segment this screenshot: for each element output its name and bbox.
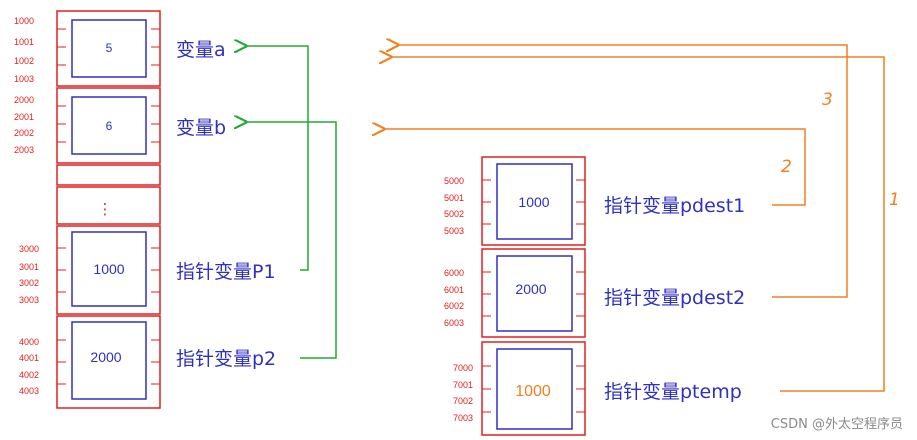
- address-label: 5001: [444, 193, 464, 203]
- address-label: 5002: [444, 209, 464, 219]
- address-label: 2003: [14, 145, 34, 155]
- address-label: 2000: [14, 95, 34, 105]
- left-memory-column: 5 1000 1001 1002 1003 6 2000 2001 2002 2…: [14, 10, 161, 409]
- cell-value: 1000: [93, 261, 124, 277]
- address-label: 5003: [444, 226, 464, 236]
- address-label: 4002: [19, 370, 39, 380]
- address-label: 4001: [19, 353, 39, 363]
- value-cell: [71, 96, 147, 155]
- orange-arrow-step-1: [391, 57, 885, 392]
- address-label: 6002: [444, 301, 464, 311]
- memory-block-p1: 1000 3000 3001 3002 3003: [19, 225, 161, 315]
- value-cell: [496, 348, 573, 430]
- address-label: 1000: [14, 16, 34, 26]
- address-label: 1001: [14, 37, 34, 47]
- memory-block-pdest1: 1000 5000 5001 5002 5003: [444, 156, 586, 246]
- step-number-3: 3: [822, 90, 833, 110]
- value-cell: [71, 231, 147, 307]
- value-cell: [71, 19, 147, 78]
- address-label: 2001: [14, 112, 34, 122]
- label-variable-b: 变量b: [176, 117, 226, 139]
- label-pointer-p2: 指针变量p2: [176, 348, 276, 370]
- cell-value: 2000: [90, 349, 121, 365]
- address-label: 3003: [19, 295, 39, 305]
- address-label: 3000: [19, 244, 39, 254]
- memory-block-a: 5 1000 1001 1002 1003: [14, 10, 161, 87]
- address-label: 7002: [453, 396, 473, 406]
- address-label: 6003: [444, 318, 464, 328]
- address-label: 7001: [453, 380, 473, 390]
- orange-arrow-step-2: [384, 129, 806, 206]
- memory-block-pdest2: 2000 6000 6001 6002 6003: [444, 248, 586, 338]
- label-pointer-pdest2: 指针变量pdest2: [604, 287, 745, 309]
- address-label: 7000: [453, 363, 473, 373]
- label-variable-a: 变量a: [176, 39, 226, 61]
- address-label: 2002: [14, 128, 34, 138]
- memory-gap-block: ⋮: [56, 164, 161, 225]
- value-cell: [496, 163, 573, 240]
- address-label: 3002: [19, 278, 39, 288]
- step-number-1: 1: [889, 190, 900, 210]
- address-label: 3001: [19, 262, 39, 272]
- step-number-2: 2: [781, 157, 792, 177]
- value-cell: [496, 255, 573, 332]
- memory-block-p2: 2000 4000 4001 4002 4003: [19, 315, 161, 409]
- address-label: 6000: [444, 268, 464, 278]
- right-memory-column: 1000 5000 5001 5002 5003 2000 6000 6001 …: [444, 156, 586, 436]
- address-label: 7003: [453, 413, 473, 423]
- green-arrow-p2-to-b: [246, 122, 337, 359]
- cell-value-highlight: 1000: [515, 383, 551, 400]
- address-label: 4000: [19, 337, 39, 347]
- cell-value: 5: [106, 41, 113, 55]
- address-label: 1003: [14, 74, 34, 84]
- orange-arrow-step-3: [398, 45, 848, 298]
- value-cell: [71, 321, 147, 400]
- ellipsis: ⋮: [98, 200, 113, 218]
- label-pointer-p1: 指针变量P1: [176, 261, 276, 283]
- green-arrow-p1-to-a: [246, 46, 309, 271]
- address-label: 1002: [14, 56, 34, 66]
- watermark: CSDN @外太空程序员: [771, 417, 903, 432]
- memory-block-ptemp: 1000 7000 7001 7002 7003: [453, 341, 586, 436]
- cell-value: 1000: [518, 194, 549, 210]
- address-label: 6001: [444, 285, 464, 295]
- address-label: 5000: [444, 176, 464, 186]
- label-pointer-ptemp: 指针变量ptemp: [604, 381, 742, 403]
- address-label: 4003: [19, 386, 39, 396]
- cell-value: 6: [106, 119, 113, 133]
- memory-block-b: 6 2000 2001 2002 2003: [14, 87, 161, 164]
- label-pointer-pdest1: 指针变量pdest1: [604, 195, 745, 217]
- cell-value: 2000: [515, 281, 546, 297]
